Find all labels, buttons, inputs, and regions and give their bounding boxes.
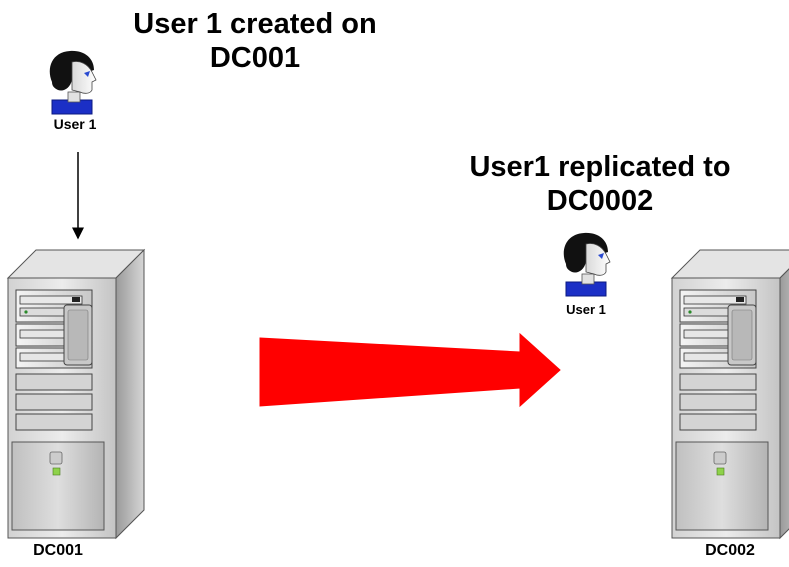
replicated-user-label: User 1 xyxy=(566,302,606,317)
target-server-label: DC002 xyxy=(705,542,755,559)
target-heading: User1 replicated to DC0002 xyxy=(430,150,770,218)
replication-arrow-icon xyxy=(259,332,561,408)
source-heading: User 1 created on DC001 xyxy=(90,7,420,75)
source-server-icon xyxy=(7,249,145,539)
source-heading-line2: DC001 xyxy=(209,42,301,74)
target-heading-line2: DC0002 xyxy=(546,185,654,217)
source-server-label: DC001 xyxy=(33,542,83,559)
source-user-label: User 1 xyxy=(53,116,97,132)
source-heading-line1: User 1 created on xyxy=(133,8,377,40)
target-server-icon xyxy=(671,249,789,539)
target-heading-line1: User1 replicated to xyxy=(469,151,731,183)
replicated-user-icon xyxy=(563,232,611,297)
